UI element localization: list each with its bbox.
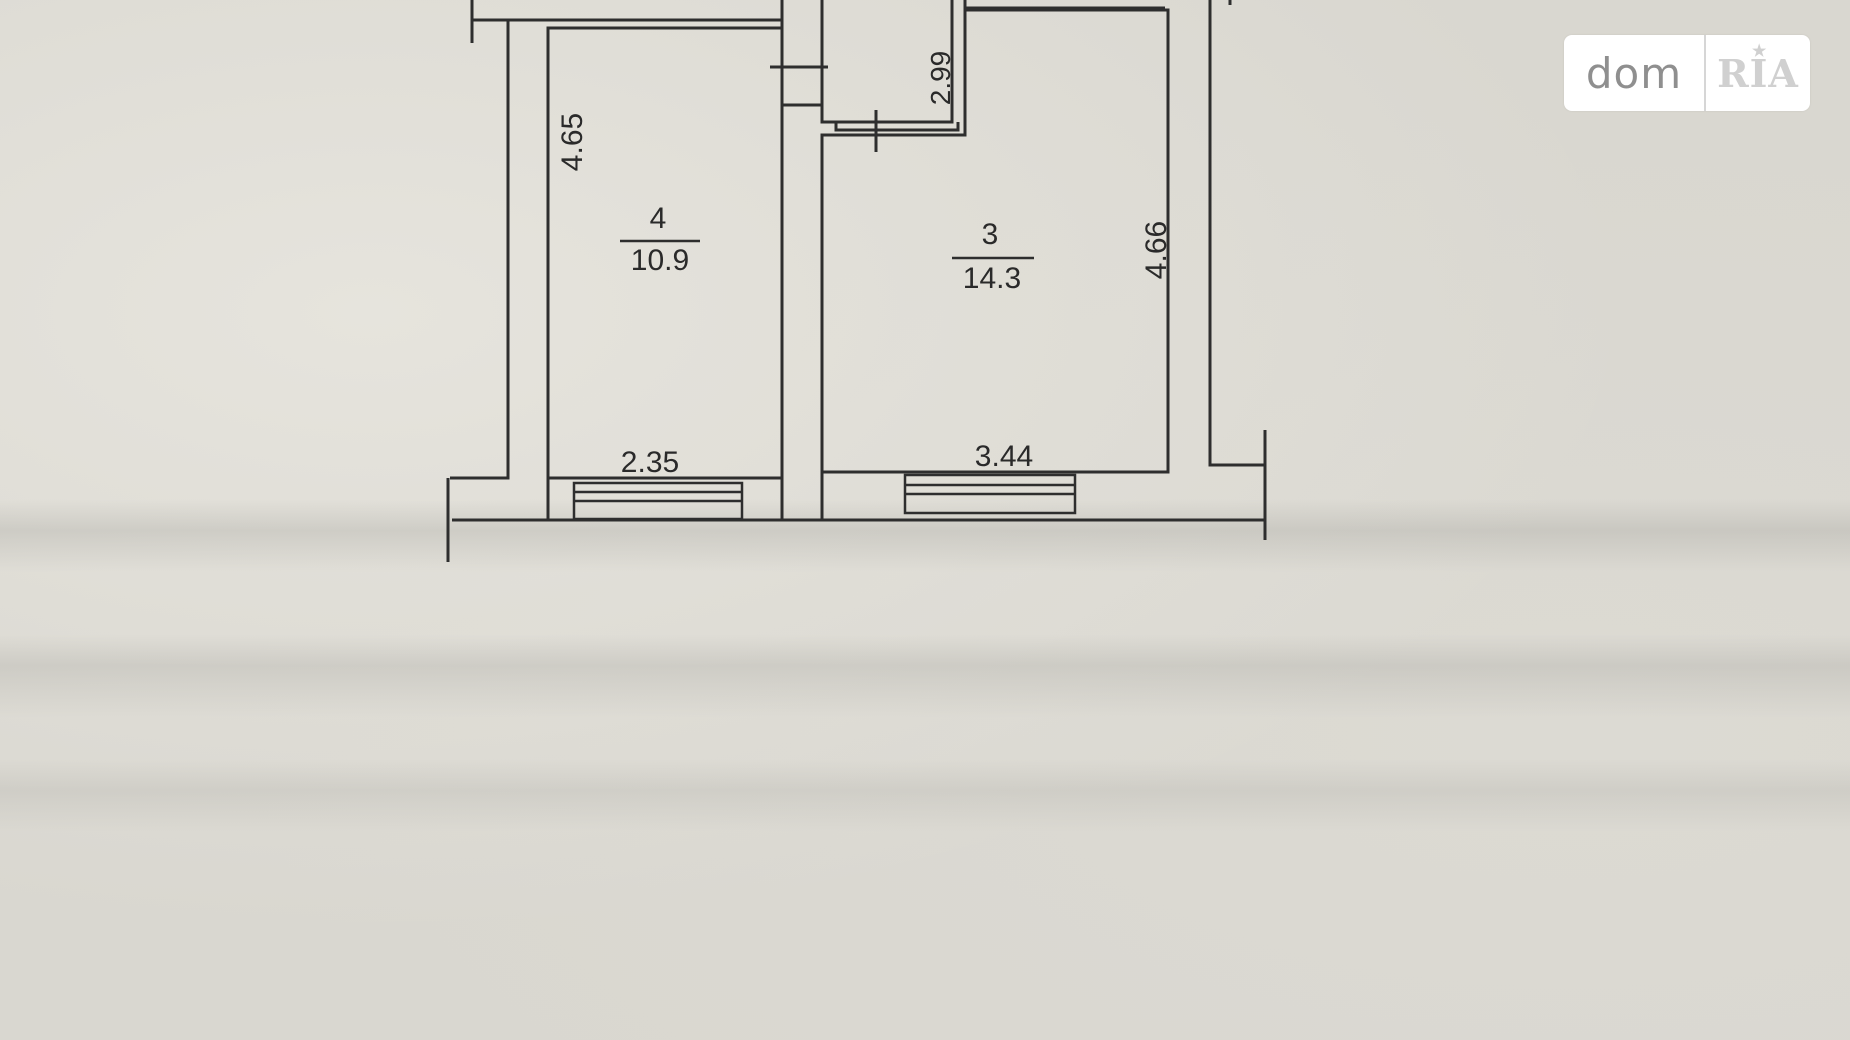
room-3-length: 4.66 [1140,221,1173,279]
right-outer-wall [1208,0,1265,467]
room-4-number: 4 [650,202,667,235]
bottom-outer-wall [446,430,1267,562]
logo-ria-text: ★ RIA [1706,41,1810,96]
logo-ria-label: RIA [1717,50,1799,96]
top-left-wall [472,0,784,22]
logo-divider [1704,35,1706,111]
room-3-width: 3.44 [975,440,1033,473]
left-outer-wall [450,0,510,480]
window-room-4 [572,481,744,521]
room-4-outline [546,26,784,520]
top-right-wall [963,0,1165,10]
room-3-number: 3 [982,218,999,251]
room-4-area: 10.9 [631,244,689,277]
room-4-width: 2.35 [621,446,679,479]
room-3-outline [820,8,1170,520]
dom-ria-logo: dom ★ RIA [1564,35,1810,111]
corridor-outline [770,0,960,152]
logo-ria-star-icon: ★ [1752,40,1768,60]
room-3-area: 14.3 [963,262,1021,295]
logo-dom-text: dom [1585,48,1683,98]
room-4-length: 4.65 [556,113,589,171]
window-room-3 [903,473,1077,515]
corridor-length: 2.99 [925,51,956,106]
